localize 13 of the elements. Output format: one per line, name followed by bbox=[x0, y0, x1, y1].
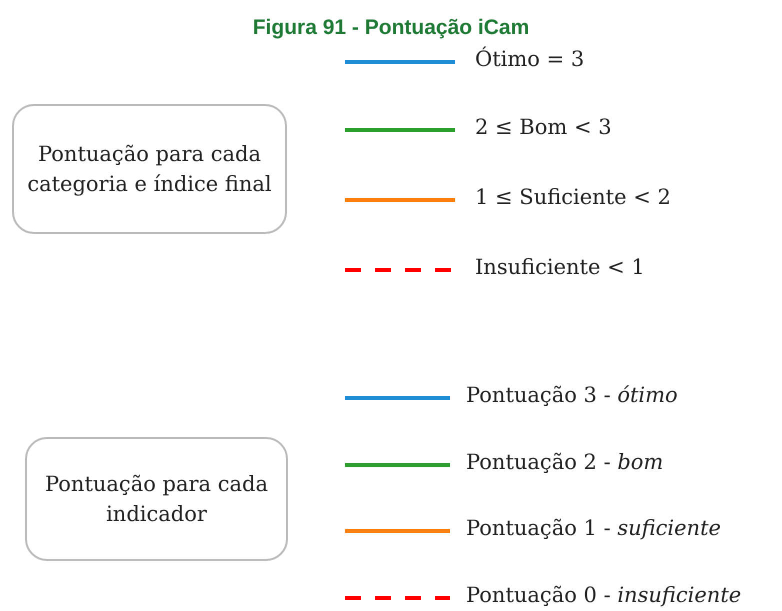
rounded-box bbox=[12, 104, 287, 234]
legend-text: 2 ≤ Bom < 3 bbox=[475, 115, 612, 139]
figure-title: Figura 91 - Pontuação iCam bbox=[252, 16, 530, 40]
legend-text: Pontuação 0 - insuficiente bbox=[466, 583, 742, 607]
legend-text: Ótimo = 3 bbox=[475, 47, 584, 71]
box-label: Pontuação para cada categoria e índice final bbox=[26, 140, 273, 198]
legend-text: Insuficiente < 1 bbox=[475, 255, 645, 279]
legend-text: 1 ≤ Suficiente < 2 bbox=[475, 185, 671, 209]
legend-text: Pontuação 1 - suficiente bbox=[466, 516, 721, 540]
legend-text: Pontuação 3 - ótimo bbox=[466, 383, 678, 407]
box-label: Pontuação para cada indicador bbox=[44, 470, 269, 528]
legend-text: Pontuação 2 - bom bbox=[466, 450, 664, 474]
rounded-box bbox=[25, 437, 288, 561]
